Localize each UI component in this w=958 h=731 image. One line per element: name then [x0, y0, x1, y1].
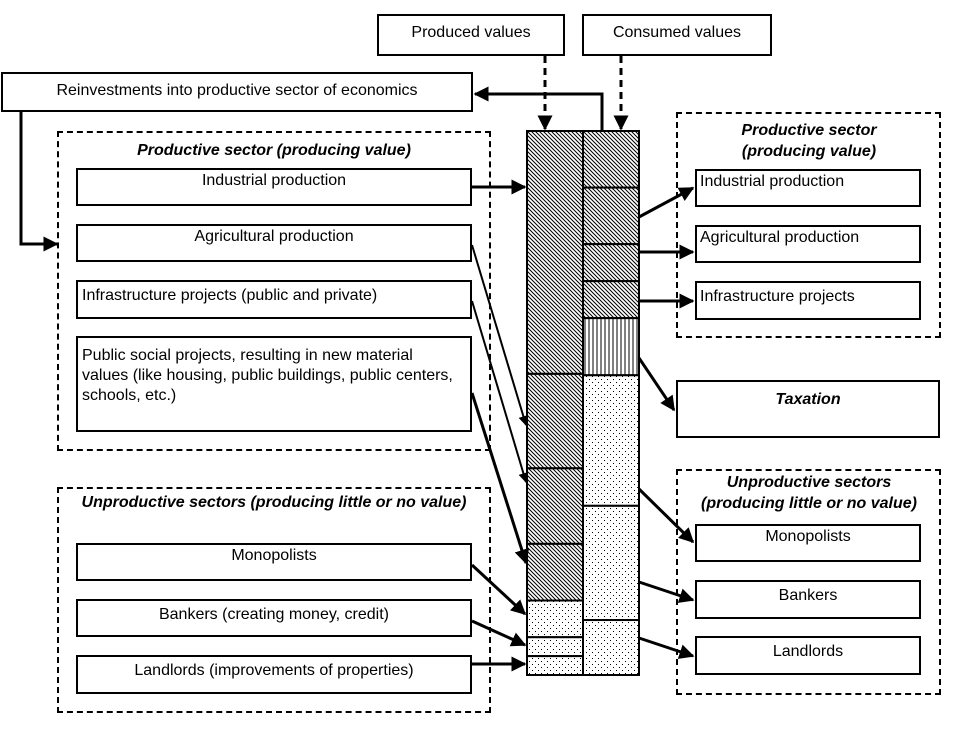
right-industrial-production-label: Industrial production: [700, 173, 845, 190]
reinvestments-label: Reinvestments into productive sector of …: [56, 82, 418, 99]
produced-values-label: Produced values: [411, 24, 531, 41]
produced-segment-infrastructure-projects-public-and-private: [526, 467, 584, 545]
produced-segment-bankers: [526, 636, 584, 658]
right-agricultural-production-label: Agricultural production: [700, 229, 860, 246]
consumed-to-landlords-arrow: [638, 636, 695, 659]
right-agricultural-production-box: Agricultural production: [695, 225, 921, 263]
agricultural-to-produced-arrow: [471, 244, 529, 426]
consumed-segment-landlords: [582, 619, 640, 677]
consumed-segment-industrial-production: [582, 186, 640, 246]
left-monopolists-label: Monopolists: [231, 547, 317, 564]
consumed-values-box: Consumed values: [582, 14, 772, 56]
left-productive-sector-group: [57, 131, 491, 451]
consumed-segment-bankers: [582, 504, 640, 622]
consumed-segment-infrastructure-projects: [582, 280, 640, 320]
consumed-values-label: Consumed values: [612, 24, 742, 41]
consumed-segment-agricultural-production: [582, 243, 640, 283]
right-productive-title-line2: (producing value): [741, 143, 877, 160]
bankers-to-produced-arrow: [471, 619, 527, 647]
right-unproductive-title-line1: Unproductive sectors: [726, 474, 892, 491]
left-infrastructure-projects-label: Infrastructure projects (public and priv…: [82, 287, 378, 304]
left-unproductive-sectors-group: [57, 487, 491, 713]
flow-arrows: [19, 56, 695, 672]
right-infrastructure-projects-label: Infrastructure projects: [700, 288, 855, 305]
left-productive-sector-title: Productive sector (producing value): [137, 142, 411, 159]
infrastructure-to-produced-arrow: [471, 300, 529, 483]
right-unproductive-title-line2: (producing little or no value): [701, 495, 917, 512]
consumed-to-taxation-arrow: [637, 357, 676, 412]
left-industrial-production-box: Industrial production: [76, 168, 472, 206]
consumed-to-industrial-arrow: [638, 186, 695, 219]
right-productive-title-line1: Productive sector: [741, 122, 877, 139]
consumed-to-bankers-arrow: [638, 580, 695, 603]
left-bankers-label: Bankers (creating money, credit): [158, 606, 389, 623]
right-unproductive-sectors-title: Unproductive sectors (producing little o…: [678, 472, 940, 514]
produced-segment-agricultural-production: [526, 372, 584, 470]
taxation-box: Taxation: [676, 380, 940, 438]
consumed-segment-taxation: [582, 317, 640, 377]
public-social-to-produced-arrow: [470, 392, 530, 565]
reinvestment-into-productive-arrow: [19, 112, 59, 252]
left-agricultural-production-label: Agricultural production: [194, 228, 354, 245]
reinvestments-box: Reinvestments into productive sector of …: [1, 72, 473, 112]
right-infrastructure-projects-box: Infrastructure projects: [695, 281, 921, 320]
right-productive-sector-group: [676, 112, 941, 338]
reinvestment-return-arrow: [473, 86, 604, 131]
left-industrial-production-label: Industrial production: [201, 172, 347, 189]
right-monopolists-label: Monopolists: [765, 528, 851, 545]
left-landlords-label: Landlords (improvements of properties): [134, 662, 414, 679]
left-public-social-projects-box: Public social projects, resulting in new…: [76, 336, 472, 432]
produced-segment-landlords: [526, 655, 584, 676]
left-monopolists-box: Monopolists: [76, 543, 472, 581]
right-monopolists-box: Monopolists: [695, 524, 921, 562]
left-public-social-projects-label: Public social projects, resulting in new…: [82, 347, 453, 404]
right-industrial-production-box: Industrial production: [695, 169, 921, 207]
consumed-to-monopolists-arrow: [637, 487, 695, 544]
right-landlords-box: Landlords: [695, 636, 921, 675]
left-bankers-box: Bankers (creating money, credit): [76, 599, 472, 637]
produced-segment-public-social-projects: [526, 542, 584, 602]
produced-values-box: Produced values: [377, 14, 565, 56]
monopolists-to-produced-arrow: [470, 563, 527, 616]
left-landlords-box: Landlords (improvements of properties): [76, 655, 472, 694]
right-bankers-box: Bankers: [695, 580, 921, 619]
right-landlords-label: Landlords: [772, 643, 844, 660]
consumed-segment-monopolists: [582, 374, 640, 507]
consumed-segment-reinvestments: [582, 130, 640, 189]
left-infrastructure-projects-box: Infrastructure projects (public and priv…: [76, 280, 472, 319]
value-columns: [526, 130, 640, 677]
right-bankers-label: Bankers: [778, 587, 838, 604]
right-productive-sector-title: Productive sector (producing value): [680, 120, 938, 162]
produced-segment-monopolists: [526, 599, 584, 639]
taxation-label: Taxation: [775, 391, 841, 408]
left-unproductive-sectors-title: Unproductive sectors (producing little o…: [81, 494, 467, 511]
left-agricultural-production-box: Agricultural production: [76, 224, 472, 262]
right-unproductive-sectors-group: [676, 469, 941, 695]
produced-segment-industrial-production: [526, 130, 584, 375]
